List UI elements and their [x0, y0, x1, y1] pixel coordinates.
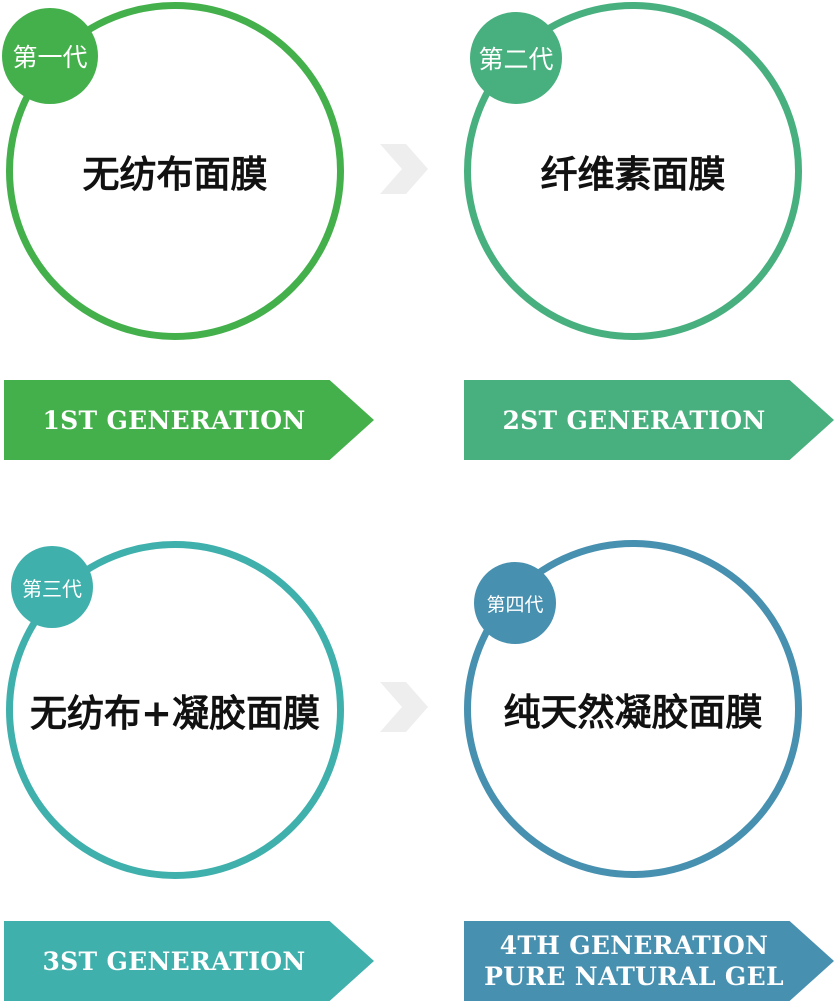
- generation-4-badge: 第四代: [474, 562, 556, 644]
- generation-4-banner-line-1: 4TH GENERATION: [499, 931, 769, 960]
- generation-2-badge: 第二代: [470, 12, 562, 104]
- generation-3-circle: 无纺布+凝胶面膜: [6, 541, 344, 879]
- generation-3-banner-label: 3ST GENERATION: [42, 946, 306, 976]
- generation-4-circle: 纯天然凝胶面膜: [464, 540, 802, 878]
- generation-1-banner: 1ST GENERATION: [4, 380, 374, 460]
- generation-3-badge: 第三代: [11, 546, 93, 628]
- generation-4-banner-line-2: PURE NATURAL GEL: [484, 962, 784, 991]
- generation-1-banner-label: 1ST GENERATION: [42, 405, 306, 435]
- generation-3-banner: 3ST GENERATION: [4, 921, 374, 1001]
- generation-2-circle: 纤维素面膜: [464, 2, 802, 340]
- generation-1-badge: 第一代: [2, 8, 98, 104]
- generation-1-title: 无纺布面膜: [82, 153, 268, 196]
- chevron-right-icon: [380, 682, 428, 732]
- generation-1-circle: 无纺布面膜: [6, 2, 344, 340]
- generation-2-banner-label: 2ST GENERATION: [502, 405, 766, 435]
- generation-4-banner: 4TH GENERATION PURE NATURAL GEL: [464, 921, 834, 1001]
- generation-4-title: 纯天然凝胶面膜: [503, 691, 763, 734]
- generation-2-banner: 2ST GENERATION: [464, 380, 834, 460]
- generation-2-title: 纤维素面膜: [540, 153, 726, 196]
- generation-3-title: 无纺布+凝胶面膜: [29, 692, 320, 735]
- chevron-right-icon: [380, 144, 428, 194]
